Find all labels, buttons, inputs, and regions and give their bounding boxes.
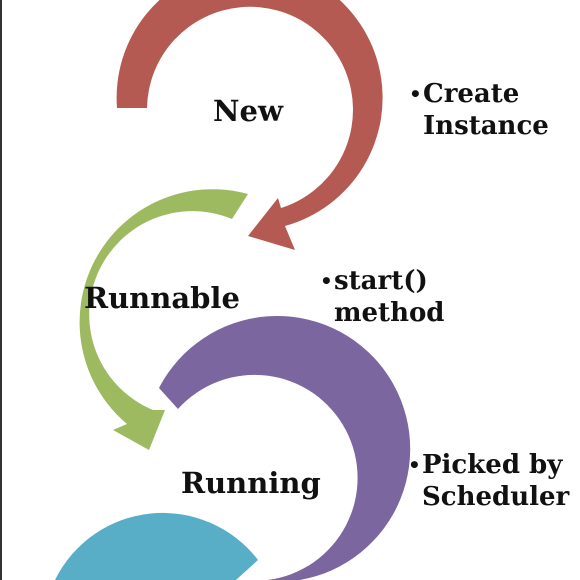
note-line: method: [334, 298, 445, 328]
left-border: [0, 0, 2, 580]
bullet-icon: •: [320, 269, 333, 293]
next-stage-arrow: [55, 512, 258, 580]
bullet-icon: •: [408, 453, 421, 477]
runnable-stage-arrow: [79, 189, 248, 451]
note-line: Scheduler: [422, 482, 570, 512]
note-line: Create: [423, 79, 520, 109]
note-new: • Create Instance: [409, 78, 549, 142]
note-line: Picked by: [422, 450, 563, 480]
note-line: start(): [334, 266, 428, 296]
stage-label-running: Running: [181, 466, 321, 500]
stage-label-new: New: [213, 94, 283, 128]
running-stage-arrow: [159, 315, 411, 580]
note-running: • Picked by Scheduler: [408, 449, 570, 513]
note-line: Instance: [423, 111, 549, 141]
stage-label-runnable: Runnable: [84, 281, 240, 315]
new-stage-arrow: [116, 0, 383, 250]
bullet-icon: •: [409, 82, 422, 106]
note-runnable: • start() method: [320, 265, 445, 329]
